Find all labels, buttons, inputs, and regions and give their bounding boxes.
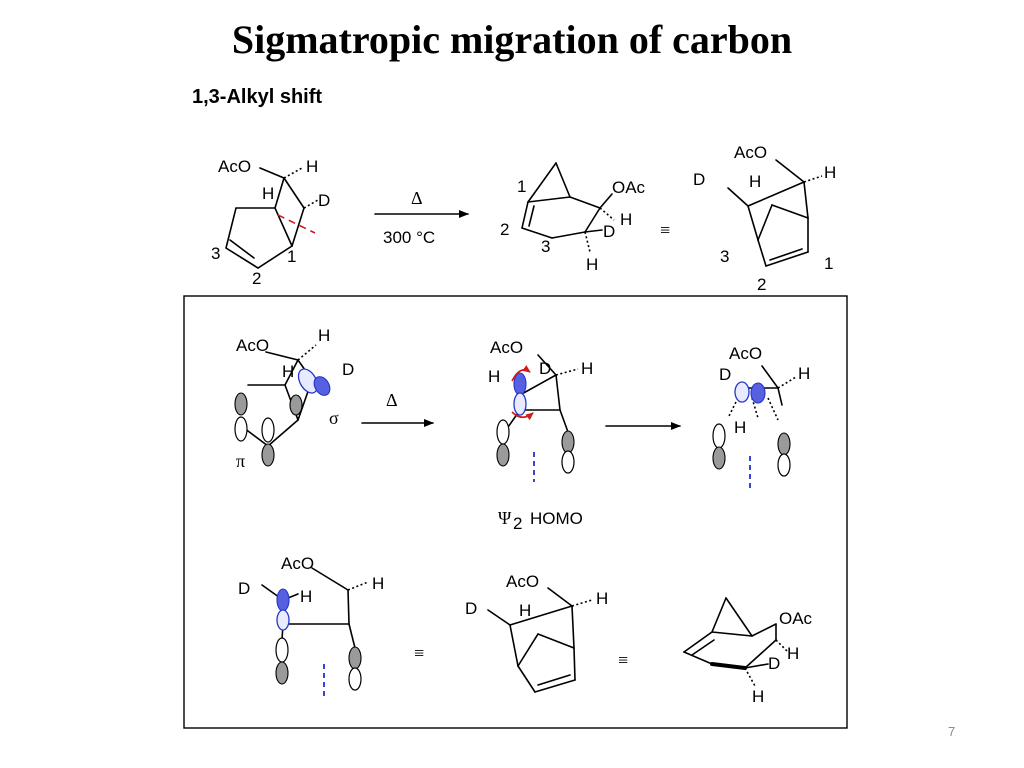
product-num3: 3: [541, 237, 550, 256]
mech3-h-right-label: H: [798, 364, 810, 383]
mech4-oac-label: AcO: [281, 554, 314, 573]
product-d-label: D: [603, 222, 615, 241]
homo-text: HOMO: [530, 509, 583, 528]
mech-structure-3: AcO D H H: [712, 344, 810, 490]
mech4-d-label: D: [238, 579, 250, 598]
mech3-d-label: D: [719, 365, 731, 384]
mech4-h-right-label: H: [372, 574, 384, 593]
top-conditions-label: 300 °C: [383, 228, 435, 247]
pi-label: π: [236, 451, 245, 471]
subtitle: 1,3-Alkyl shift: [192, 86, 323, 108]
mech5-d-label: D: [465, 599, 477, 618]
mech5-h-right-label: H: [596, 589, 608, 608]
product-structure: 1 OAc 2 3 H D H: [500, 162, 646, 274]
product-alt-oac-label: AcO: [734, 143, 767, 162]
product-h-b-label: H: [586, 255, 598, 274]
reactant-h-mid-label: H: [262, 184, 274, 203]
mech5-h-mid-label: H: [519, 601, 531, 620]
top-equivalent-symbol: ≡: [660, 220, 670, 240]
mech2-oac-label: AcO: [490, 338, 523, 357]
mech-equivalent-1: ≡: [414, 643, 424, 663]
mech-structure-4: AcO D H H: [238, 554, 384, 696]
mech6-h-a-label: H: [787, 644, 799, 663]
product-num1: 1: [517, 177, 526, 196]
product-alt-num3: 3: [720, 247, 729, 266]
reactant-h-top-label: H: [306, 157, 318, 176]
product-alt-h-mid-label: H: [749, 172, 761, 191]
product-alt-structure: AcO D H H 3 1 2: [693, 143, 836, 294]
reactant-oac-label: AcO: [218, 157, 251, 176]
mech-structure-5: AcO D H H: [465, 572, 608, 693]
page-number: 7: [948, 724, 956, 739]
mech3-h-bottom-label: H: [734, 418, 746, 437]
homo-label: Ψ 2 HOMO: [498, 508, 583, 533]
mech-arrow-1-heat: Δ: [386, 390, 398, 410]
sigma-label: σ: [329, 408, 339, 428]
top-reaction-arrow: Δ 300 °C: [374, 188, 469, 247]
product-alt-h-right-label: H: [824, 163, 836, 182]
mech6-d-label: D: [768, 654, 780, 673]
mech4-h-mid-label: H: [300, 587, 312, 606]
mech2-d-label: D: [539, 359, 551, 378]
mech5-oac-label: AcO: [506, 572, 539, 591]
product-alt-d-label: D: [693, 170, 705, 189]
mechanism-box: [183, 295, 848, 729]
mech-structure-6: OAc H D H: [683, 597, 813, 706]
mech1-d-label: D: [342, 360, 354, 379]
mech1-h-mid-label: H: [282, 362, 294, 381]
reactant-num1: 1: [287, 247, 296, 266]
mech1-oac-label: AcO: [236, 336, 269, 355]
mech-structure-1: AcO H H D σ π: [234, 326, 354, 471]
mech3-oac-label: AcO: [729, 344, 762, 363]
reactant-structure: AcO H H D 3 2 1: [211, 157, 330, 288]
product-oac-label: OAc: [612, 178, 646, 197]
page-title: Sigmatropic migration of carbon: [231, 17, 793, 62]
reactant-num3: 3: [211, 244, 220, 263]
product-num2: 2: [500, 220, 509, 239]
top-heat-symbol: Δ: [411, 188, 423, 208]
mech6-oac-label: OAc: [779, 609, 813, 628]
product-alt-num1: 1: [824, 254, 833, 273]
mech2-h-left-label: H: [488, 367, 500, 386]
product-h-a-label: H: [620, 210, 632, 229]
product-alt-num2: 2: [757, 275, 766, 294]
reactant-d-label: D: [318, 191, 330, 210]
mech-structure-2: AcO D H H: [488, 338, 593, 482]
mech-equivalent-2: ≡: [618, 650, 628, 670]
mech2-h-right-label: H: [581, 359, 593, 378]
mech1-h-top-label: H: [318, 326, 330, 345]
reactant-num2: 2: [252, 269, 261, 288]
homo-psi: Ψ: [498, 508, 512, 528]
homo-subscript: 2: [513, 514, 522, 533]
mech6-h-b-label: H: [752, 687, 764, 706]
